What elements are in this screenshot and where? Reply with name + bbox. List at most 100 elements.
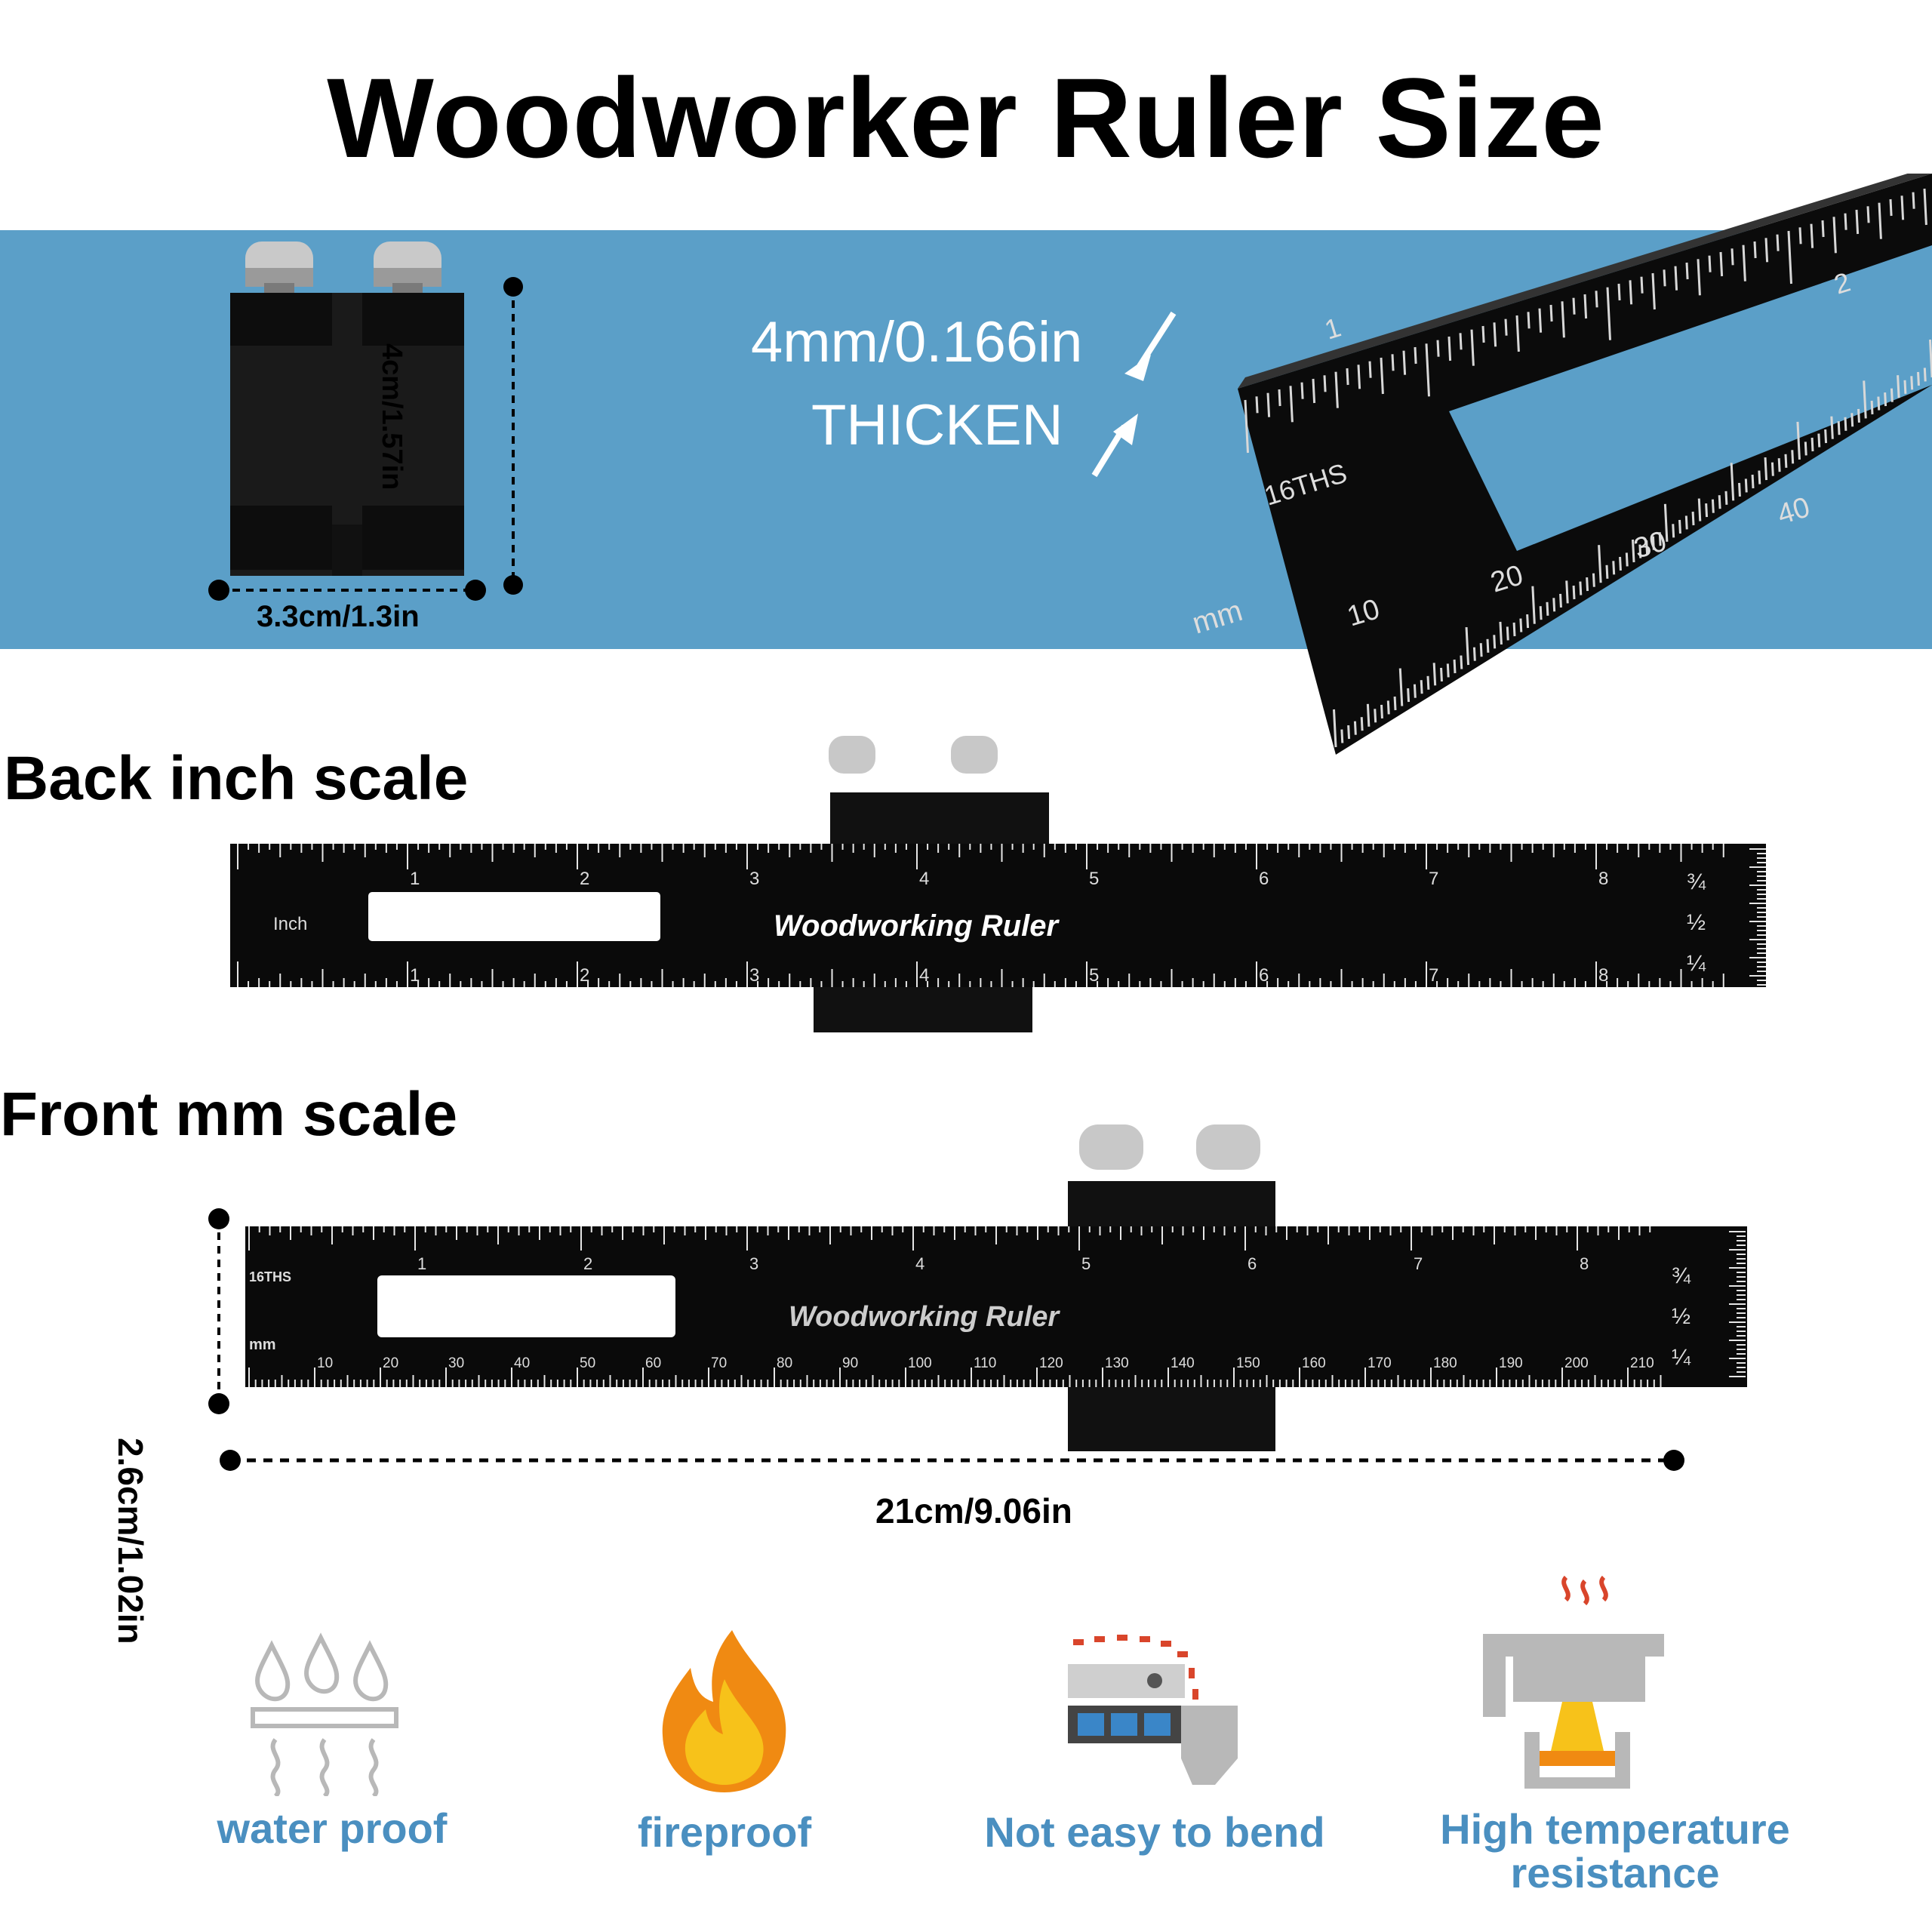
closeup-unit-label: mm <box>1189 594 1247 641</box>
tick-mark <box>1515 315 1520 352</box>
tick-mark <box>1638 544 1642 558</box>
tick-mark <box>1810 437 1814 452</box>
tick-mark <box>1606 287 1611 340</box>
mm-number: 50 <box>580 1355 595 1371</box>
knob-icon <box>829 736 875 774</box>
dimension-dot <box>503 575 523 595</box>
tick-mark <box>1465 627 1470 666</box>
inch-number: 1 <box>417 1254 426 1273</box>
inch-number: 7 <box>1429 965 1438 986</box>
inch-number: 8 <box>1598 965 1608 986</box>
front-scale-heading: Front mm scale <box>0 1080 458 1149</box>
tick-mark <box>1651 272 1656 310</box>
arrow-down-icon <box>1124 355 1151 381</box>
tick-mark <box>1764 238 1769 263</box>
tick-mark <box>1598 545 1602 583</box>
tick-mark <box>1770 462 1774 476</box>
knob-icon <box>951 736 998 774</box>
ruler-length-label: 21cm/9.06in <box>875 1491 1072 1531</box>
tick-mark <box>1486 638 1490 653</box>
tick-mark <box>1796 421 1801 460</box>
unit-label: mm <box>249 1337 276 1353</box>
tick-mark <box>1446 663 1450 678</box>
mm-number: 160 <box>1302 1355 1326 1371</box>
brand-label: Woodworking Ruler <box>789 1301 1060 1333</box>
tick-mark <box>1366 703 1371 727</box>
tick-mark <box>1506 626 1509 641</box>
tick-mark <box>1386 700 1390 715</box>
tick-mark <box>1244 399 1249 454</box>
mm-number: 210 <box>1630 1355 1654 1371</box>
water-drops-icon <box>251 1632 398 1796</box>
tick-mark <box>1360 717 1364 731</box>
dimension-dot <box>1663 1450 1684 1471</box>
tick-mark <box>1625 552 1629 567</box>
inch-number: 3 <box>749 965 759 986</box>
tick-mark <box>1632 539 1635 563</box>
inch-number: 2 <box>583 1254 592 1273</box>
tick-mark <box>1527 312 1531 329</box>
mm-number: 200 <box>1564 1355 1589 1371</box>
benefit-water-proof: water proof <box>217 1804 448 1852</box>
mm-number: 110 <box>974 1355 996 1371</box>
tick-mark <box>1414 346 1417 365</box>
tick-mark <box>1923 368 1927 382</box>
knob-icon <box>245 242 313 298</box>
inch-number: 8 <box>1598 869 1608 889</box>
tick-mark <box>1730 248 1734 266</box>
fraction-label: ½ <box>1687 910 1706 935</box>
tick-mark <box>1380 704 1383 718</box>
fraction-label: ¼ <box>1687 951 1706 976</box>
tick-mark <box>1531 586 1536 624</box>
tick-mark <box>1850 413 1854 427</box>
tick-mark <box>1674 266 1678 291</box>
brand-label: Woodworking Ruler <box>774 909 1060 943</box>
flame-icon <box>662 1630 786 1792</box>
tick-mark <box>1890 388 1894 402</box>
mm-number: 60 <box>645 1355 661 1371</box>
heat-press-icon <box>1483 1575 1664 1789</box>
tick-mark <box>1380 357 1384 395</box>
tick-mark <box>1923 188 1927 226</box>
tick-mark <box>1730 463 1735 501</box>
tick-mark <box>1407 688 1411 703</box>
tick-mark <box>1546 601 1549 616</box>
thickness-label: 4mm/0.166in <box>751 310 1083 374</box>
tick-mark <box>1420 680 1423 694</box>
tick-mark <box>1583 294 1588 319</box>
tick-mark <box>1340 729 1344 743</box>
tick-mark <box>1357 365 1361 389</box>
tick-mark <box>1472 647 1476 661</box>
tick-mark <box>1897 375 1900 398</box>
mm-number: 40 <box>514 1355 530 1371</box>
tick-mark <box>1798 227 1802 245</box>
tick-mark <box>1565 580 1569 604</box>
tick-mark <box>1691 511 1695 526</box>
tick-mark <box>1663 503 1669 542</box>
tick-mark <box>1300 382 1304 399</box>
tick-mark <box>1697 259 1701 296</box>
thicken-label: THICKEN <box>811 393 1063 457</box>
tick-mark <box>1719 251 1724 277</box>
arrow-up-icon <box>1113 414 1138 445</box>
tick-mark <box>1391 354 1395 371</box>
inch-number: 7 <box>1429 869 1438 889</box>
tick-mark <box>1697 498 1702 521</box>
tick-mark <box>1866 206 1870 223</box>
tick-mark <box>1855 209 1860 235</box>
closeup-inch-number: 1 <box>1321 312 1344 346</box>
tick-mark <box>1764 457 1768 481</box>
tick-mark <box>1884 392 1887 407</box>
tick-mark <box>1470 329 1475 366</box>
tick-mark <box>1481 325 1485 343</box>
tick-mark <box>1526 614 1530 629</box>
slider-block-diagram <box>208 242 523 601</box>
tick-mark <box>1499 621 1503 645</box>
inch-number: 3 <box>749 1254 758 1273</box>
mm-number: 30 <box>448 1355 464 1371</box>
fraction-label: ½ <box>1672 1304 1690 1329</box>
ruler-cutout <box>377 1275 675 1337</box>
tick-mark <box>1817 433 1821 448</box>
tick-mark <box>1459 333 1463 350</box>
